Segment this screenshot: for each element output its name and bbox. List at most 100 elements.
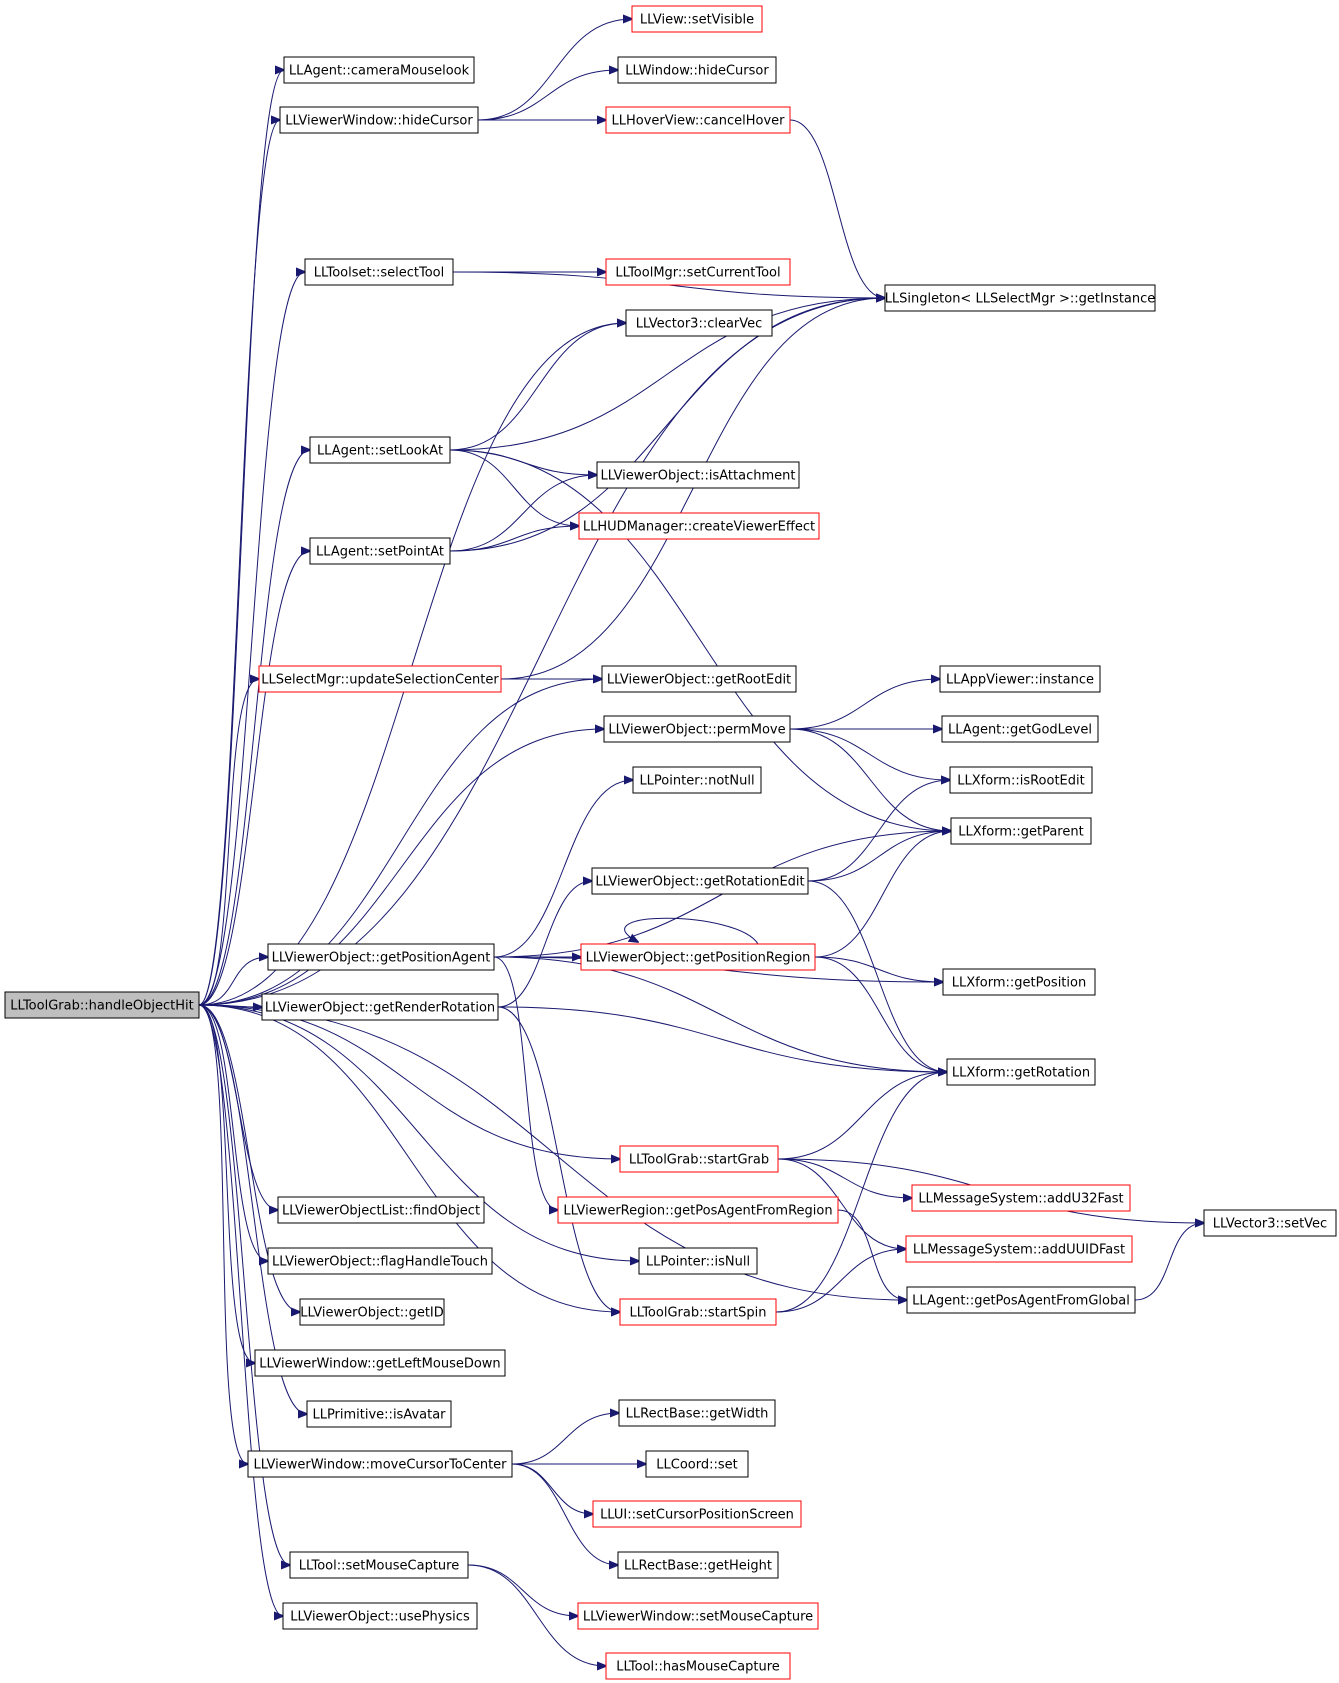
graph-node[interactable]: LLSelectMgr::updateSelectionCenter — [258, 665, 502, 693]
node-box[interactable] — [601, 665, 797, 693]
graph-node[interactable]: LLToolGrab::handleObjectHit — [4, 991, 200, 1019]
graph-node[interactable]: LLViewerObject::getRotationEdit — [591, 867, 809, 895]
graph-node[interactable]: LLViewerObject::permMove — [603, 715, 791, 743]
node-box[interactable] — [911, 1184, 1131, 1212]
node-box[interactable] — [941, 715, 1099, 743]
node-box[interactable] — [580, 943, 816, 971]
graph-node[interactable]: LLXform::getPosition — [942, 968, 1096, 996]
node-box[interactable] — [254, 1349, 506, 1377]
node-box[interactable] — [258, 665, 502, 693]
graph-node[interactable]: LLPointer::isNull — [638, 1247, 758, 1275]
node-box[interactable] — [299, 1298, 445, 1326]
graph-node[interactable]: LLVector3::clearVec — [625, 309, 773, 337]
node-box[interactable] — [619, 1145, 779, 1173]
node-box[interactable] — [247, 1450, 513, 1478]
node-box[interactable] — [1203, 1209, 1337, 1237]
graph-node[interactable]: LLVector3::setVec — [1203, 1209, 1337, 1237]
node-box[interactable] — [605, 1652, 791, 1680]
node-box[interactable] — [578, 512, 820, 540]
graph-node[interactable]: LLAppViewer::instance — [939, 665, 1101, 693]
graph-node[interactable]: LLViewerObject::getPositionAgent — [267, 943, 495, 971]
node-box[interactable] — [605, 258, 791, 286]
graph-node[interactable]: LLWindow::hideCursor — [617, 56, 777, 84]
graph-node[interactable]: LLViewerObject::getRootEdit — [601, 665, 797, 693]
node-box[interactable] — [277, 1196, 485, 1224]
node-box[interactable] — [605, 106, 791, 134]
node-box[interactable] — [884, 284, 1156, 312]
graph-node[interactable]: LLViewerWindow::hideCursor — [279, 106, 479, 134]
graph-node[interactable]: LLPrimitive::isAvatar — [306, 1400, 452, 1428]
graph-node[interactable]: LLXform::isRootEdit — [949, 766, 1093, 794]
graph-node[interactable]: LLToolset::selectTool — [304, 258, 454, 286]
graph-node[interactable]: LLUI::setCursorPositionScreen — [592, 1500, 802, 1528]
graph-node[interactable]: LLViewerObject::usePhysics — [282, 1602, 478, 1630]
node-box[interactable] — [282, 1602, 478, 1630]
graph-node[interactable]: LLHUDManager::createViewerEffect — [578, 512, 820, 540]
graph-node[interactable]: LLView::setVisible — [631, 5, 763, 33]
node-box[interactable] — [306, 1400, 452, 1428]
node-box[interactable] — [950, 817, 1092, 845]
graph-node[interactable]: LLMessageSystem::addU32Fast — [911, 1184, 1131, 1212]
graph-node[interactable]: LLSingleton< LLSelectMgr >::getInstance — [884, 284, 1156, 312]
graph-node[interactable]: LLAgent::setPointAt — [309, 537, 451, 565]
node-box[interactable] — [4, 991, 200, 1019]
graph-node[interactable]: LLToolMgr::setCurrentTool — [605, 258, 791, 286]
node-box[interactable] — [619, 1298, 777, 1326]
node-box[interactable] — [557, 1196, 839, 1224]
node-box[interactable] — [283, 56, 475, 84]
node-box[interactable] — [618, 1399, 776, 1427]
node-box[interactable] — [939, 665, 1101, 693]
graph-node[interactable]: LLAgent::setLookAt — [309, 436, 451, 464]
graph-node[interactable]: LLViewerWindow::setMouseCapture — [577, 1602, 819, 1630]
graph-node[interactable]: LLXform::getParent — [950, 817, 1092, 845]
node-box[interactable] — [949, 766, 1093, 794]
node-box[interactable] — [603, 715, 791, 743]
node-box[interactable] — [906, 1286, 1136, 1314]
graph-node[interactable]: LLViewerObject::getRenderRotation — [261, 993, 499, 1021]
graph-node[interactable]: LLViewerRegion::getPosAgentFromRegion — [557, 1196, 839, 1224]
node-box[interactable] — [645, 1450, 749, 1478]
graph-node[interactable]: LLHoverView::cancelHover — [605, 106, 791, 134]
node-box[interactable] — [279, 106, 479, 134]
graph-node[interactable]: LLViewerWindow::moveCursorToCenter — [247, 1450, 513, 1478]
node-box[interactable] — [267, 943, 495, 971]
node-box[interactable] — [596, 461, 800, 489]
node-box[interactable] — [309, 537, 451, 565]
node-box[interactable] — [625, 309, 773, 337]
graph-node[interactable]: LLAgent::getGodLevel — [941, 715, 1099, 743]
graph-node[interactable]: LLViewerObject::flagHandleTouch — [267, 1247, 493, 1275]
graph-node[interactable]: LLViewerWindow::getLeftMouseDown — [254, 1349, 506, 1377]
graph-node[interactable]: LLToolGrab::startSpin — [619, 1298, 777, 1326]
graph-node[interactable]: LLCoord::set — [645, 1450, 749, 1478]
node-box[interactable] — [617, 1551, 779, 1579]
node-box[interactable] — [617, 56, 777, 84]
graph-node[interactable]: LLViewerObject::getPositionRegion — [580, 943, 816, 971]
graph-node[interactable]: LLPointer::notNull — [632, 766, 762, 794]
node-box[interactable] — [946, 1058, 1096, 1086]
graph-node[interactable]: LLViewerObjectList::findObject — [277, 1196, 485, 1224]
node-box[interactable] — [304, 258, 454, 286]
graph-node[interactable]: LLXform::getRotation — [946, 1058, 1096, 1086]
node-box[interactable] — [261, 993, 499, 1021]
node-box[interactable] — [632, 766, 762, 794]
graph-node[interactable]: LLTool::hasMouseCapture — [605, 1652, 791, 1680]
node-box[interactable] — [592, 1500, 802, 1528]
node-box[interactable] — [289, 1551, 469, 1579]
node-box[interactable] — [631, 5, 763, 33]
node-box[interactable] — [638, 1247, 758, 1275]
graph-node[interactable]: LLMessageSystem::addUUIDFast — [905, 1235, 1133, 1263]
graph-node[interactable]: LLToolGrab::startGrab — [619, 1145, 779, 1173]
graph-node[interactable]: LLTool::setMouseCapture — [289, 1551, 469, 1579]
graph-node[interactable]: LLAgent::getPosAgentFromGlobal — [906, 1286, 1136, 1314]
node-box[interactable] — [905, 1235, 1133, 1263]
node-box[interactable] — [309, 436, 451, 464]
graph-node[interactable]: LLViewerObject::isAttachment — [596, 461, 800, 489]
graph-node[interactable]: LLAgent::cameraMouselook — [283, 56, 475, 84]
node-box[interactable] — [591, 867, 809, 895]
node-box[interactable] — [267, 1247, 493, 1275]
node-box[interactable] — [942, 968, 1096, 996]
node-box[interactable] — [577, 1602, 819, 1630]
graph-node[interactable]: LLRectBase::getWidth — [618, 1399, 776, 1427]
graph-node[interactable]: LLViewerObject::getID — [299, 1298, 445, 1326]
graph-node[interactable]: LLRectBase::getHeight — [617, 1551, 779, 1579]
